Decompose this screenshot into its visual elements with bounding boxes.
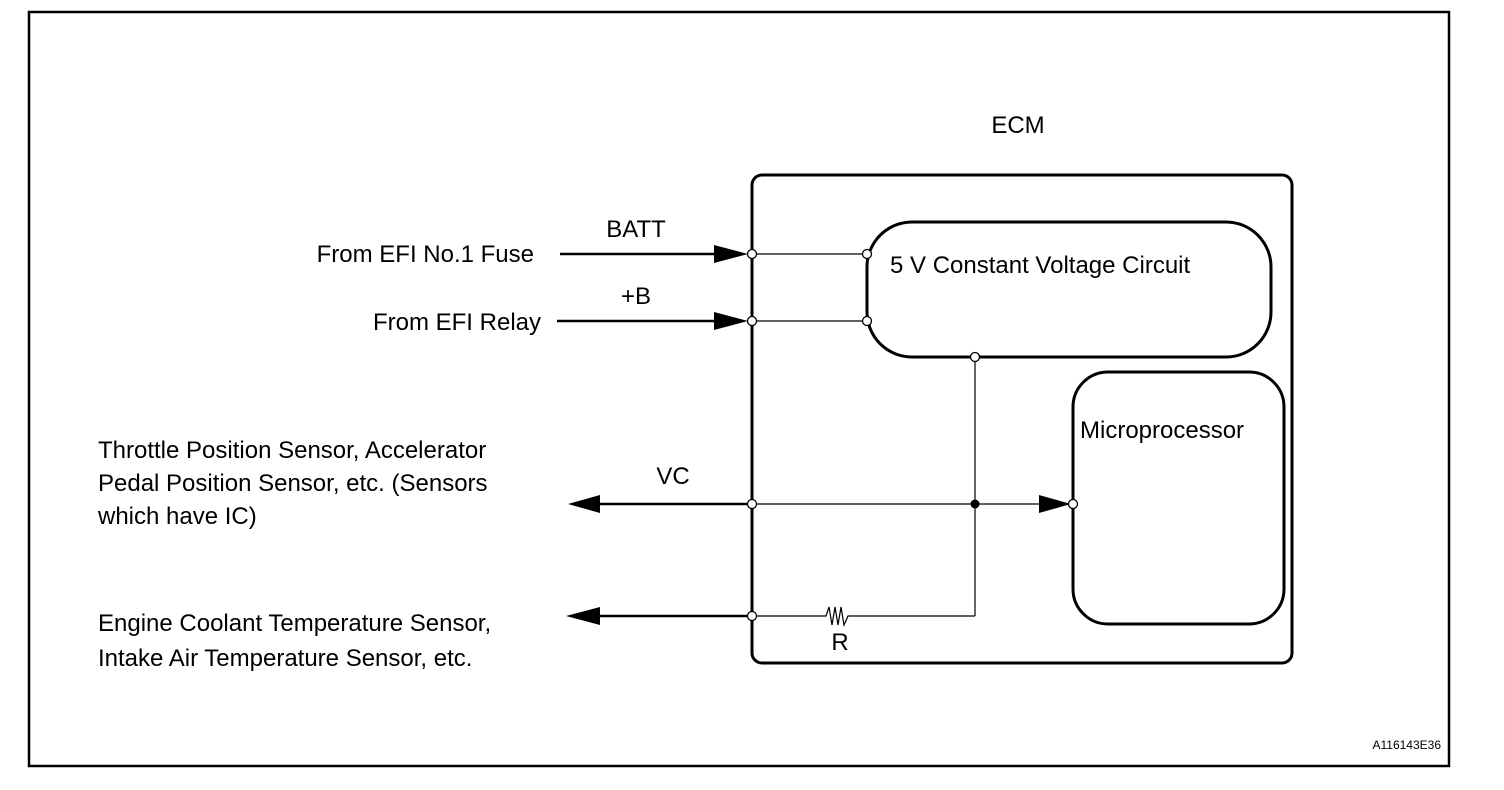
ecm-title: ECM (991, 112, 1044, 139)
r-arrow-icon (566, 607, 600, 625)
figure-id: A116143E36 (1372, 738, 1441, 752)
r-target-line-2: Intake Air Temperature Sensor, etc. (98, 645, 472, 672)
outer-frame (27, 10, 1451, 768)
cvc-input-batt (861, 248, 873, 260)
vc-junction-dot (970, 499, 980, 509)
vc-target-line-1: Throttle Position Sensor, Accelerator (98, 437, 486, 464)
microprocessor-label: Microprocessor (1080, 417, 1244, 444)
microprocessor-block (1071, 370, 1286, 626)
plus-b-arrow-icon (714, 312, 748, 330)
vc-arrow-icon (568, 495, 600, 513)
resistor-label: R (831, 629, 848, 656)
vc-target-line-3: which have IC) (97, 503, 257, 530)
resistor-icon (752, 606, 975, 628)
microprocessor-input-arrow-icon (1039, 495, 1071, 513)
r-target-line-1: Engine Coolant Temperature Sensor, (98, 610, 491, 637)
cvc-output (969, 351, 981, 363)
terminal-vc (746, 498, 758, 510)
vc-target-line-2: Pedal Position Sensor, etc. (Sensors (98, 470, 488, 497)
batt-arrow-icon (714, 245, 748, 263)
terminal-batt (746, 248, 758, 260)
ecm-box (750, 173, 1294, 665)
terminal-r (746, 610, 758, 622)
source-label-efi-relay: From EFI Relay (373, 309, 541, 336)
cvc-input-plus-b (861, 315, 873, 327)
constant-voltage-circuit-label: 5 V Constant Voltage Circuit (890, 252, 1190, 279)
microprocessor-input (1067, 498, 1079, 510)
terminal-plus-b (746, 315, 758, 327)
terminal-label-batt: BATT (606, 216, 666, 243)
source-label-efi-fuse: From EFI No.1 Fuse (317, 241, 534, 268)
terminal-label-plus-b: +B (621, 283, 651, 310)
constant-voltage-circuit-block (865, 220, 1273, 359)
terminal-label-vc: VC (656, 463, 689, 490)
